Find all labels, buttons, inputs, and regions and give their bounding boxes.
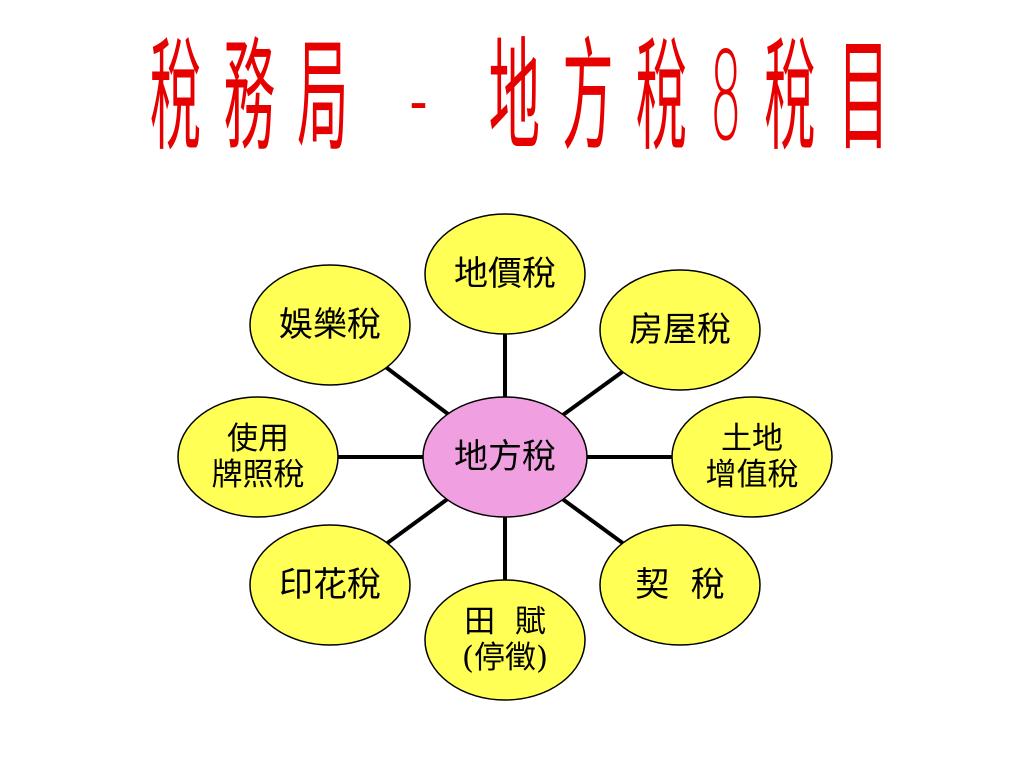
title-char: 稅 <box>150 26 202 168</box>
title-char: 務 <box>223 26 275 168</box>
node-label: 地價稅 <box>454 254 556 294</box>
node-ellipse <box>177 396 339 518</box>
title-char: 方 <box>562 26 614 168</box>
title-char: 稅 <box>764 26 816 168</box>
center-node: 地方稅 <box>422 396 588 518</box>
node-stamp-tax: 印花稅 <box>249 524 411 646</box>
title-char: 8 <box>709 26 743 168</box>
node-ellipse <box>249 264 411 386</box>
node-label: (停徵) <box>462 640 548 676</box>
node-ellipse <box>424 579 586 701</box>
node-label: 土地 <box>721 421 783 457</box>
node-ellipse <box>249 524 411 646</box>
node-ellipse <box>599 269 761 391</box>
title-char: 稅 <box>635 26 688 168</box>
node-house-tax: 房屋稅 <box>599 269 761 391</box>
node-label: 房屋稅 <box>629 310 731 350</box>
node-ellipse <box>671 396 833 518</box>
node-label: 娛樂稅 <box>279 305 381 345</box>
node-label: 增值稅 <box>706 457 799 493</box>
center-ellipse <box>422 396 588 518</box>
node-ellipse <box>599 524 761 646</box>
node-label: 使用 <box>227 421 289 457</box>
node-label: 契 稅 <box>635 565 725 605</box>
node-ellipse <box>424 213 586 335</box>
title-char: 目 <box>837 26 890 168</box>
node-amusement-tax: 娛樂稅 <box>249 264 411 386</box>
node-deed-tax: 契 稅 <box>599 524 761 646</box>
node-land-tax: 田 賦(停徵) <box>424 579 586 701</box>
title-char: - <box>409 26 428 168</box>
node-label: 田 賦 <box>464 604 546 640</box>
node-label: 牌照稅 <box>212 457 305 493</box>
title-char: 地 <box>488 26 540 168</box>
title-char: 局 <box>297 26 349 168</box>
node-label: 印花稅 <box>279 565 381 605</box>
node-land-value-tax: 地價稅 <box>424 213 586 335</box>
center-label: 地方稅 <box>454 437 556 477</box>
